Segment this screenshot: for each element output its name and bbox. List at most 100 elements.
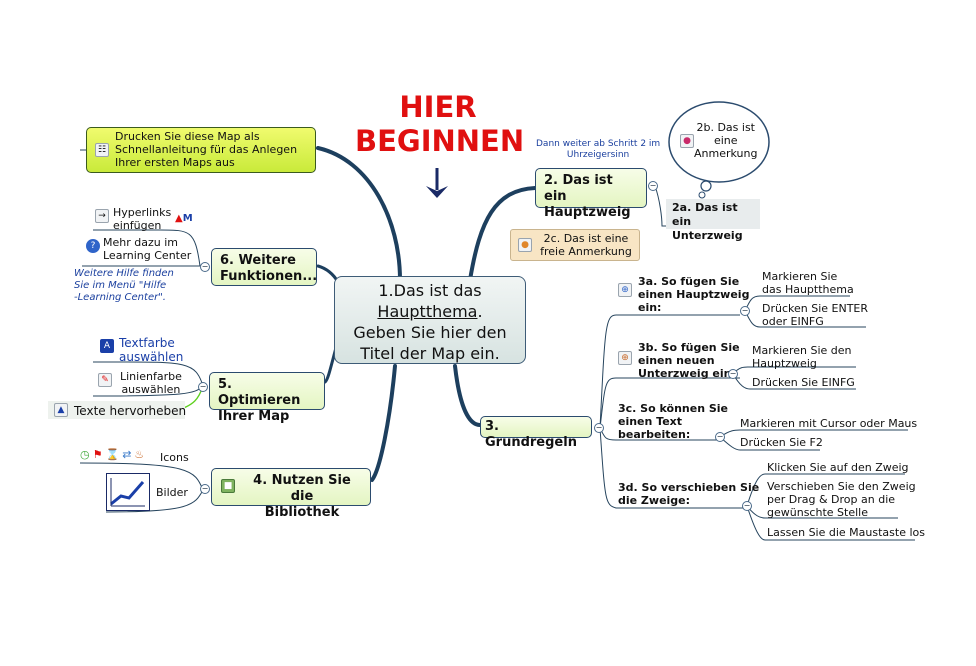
rule-3d[interactable]: 3d. So verschieben Sie die Zweige: — [618, 481, 759, 507]
step-3b-1-line2: Hauptzweig — [752, 357, 817, 370]
central-line2: Hauptthema. — [341, 301, 519, 322]
collapse-more-icon[interactable]: − — [200, 262, 210, 272]
step-3b-1[interactable]: Markieren Sie den Hauptzweig — [752, 344, 852, 370]
clockwise-hint: Dann weiter ab Schritt 2 im Uhrzeigersin… — [536, 139, 660, 161]
collapse-3d-icon[interactable]: − — [742, 501, 752, 511]
highlight-label-bg — [48, 401, 185, 419]
step-3a-2[interactable]: Drücken Sie ENTER oder EINFG — [762, 302, 868, 328]
text-color-icon: A — [100, 339, 114, 353]
collapse-library-icon[interactable]: − — [200, 484, 210, 494]
basic-rules-topic[interactable]: 3. Grundregeln — [480, 416, 592, 450]
step-3c-1[interactable]: Markieren mit Cursor oder Maus — [740, 417, 918, 430]
highlight-text-label[interactable]: Texte hervorheben — [74, 404, 187, 418]
step-3b-2[interactable]: Drücken Sie EINFG — [752, 376, 855, 389]
add-subbranch-icon: ⊕ — [618, 351, 632, 365]
callout-bubble — [668, 101, 770, 199]
step-3a-2-line2: oder EINFG — [762, 315, 824, 328]
free-note-icon: ● — [518, 238, 532, 252]
learning-center-line2: Learning Center — [103, 249, 192, 262]
hyperlinks-line2: einfügen — [113, 219, 162, 232]
images-label[interactable]: Bilder — [156, 486, 188, 499]
line-color-line1: Linienfarbe — [120, 370, 182, 383]
subbranch-line1: 2a. Das ist ein — [672, 201, 738, 228]
text-color-line1: Textfarbe — [119, 336, 175, 350]
print-note-line3: Ihrer ersten Maps aus — [115, 156, 235, 169]
text-color-label[interactable]: Textfarbe auswählen — [119, 336, 183, 364]
line-color-label[interactable]: Linienfarbe auswählen — [120, 370, 182, 396]
subbranch-topic[interactable]: 2a. Das ist ein Unterzweig — [666, 199, 760, 242]
central-hyperlink[interactable]: Hauptthema — [377, 302, 478, 321]
subbranch-line2: Unterzweig — [672, 229, 743, 242]
rule-3b-line2: einen neuen — [638, 354, 715, 367]
step-3d-1[interactable]: Klicken Sie auf den Zweig — [767, 461, 909, 474]
step-3a-1[interactable]: Markieren Sie das Hauptthema — [762, 270, 854, 296]
step-3d-2-line1: Verschieben Sie den Zweig — [767, 480, 916, 493]
free-note-line2: freie Anmerkung — [540, 245, 632, 258]
step-3a-1-line2: das Hauptthema — [762, 283, 854, 296]
library-book-icon: ■ — [221, 479, 235, 493]
step-3d-2-line3: gewünschte Stelle — [767, 506, 868, 519]
main-branch-line2: Hauptzweig — [544, 205, 631, 220]
print-note-line2: Schnellanleitung für das Anlegen — [115, 143, 298, 156]
mindmanager-logo-icon: ▲M — [175, 213, 193, 224]
library-line2: Bibliothek — [264, 505, 340, 520]
more-functions-topic[interactable]: 6. Weitere Funktionen... — [211, 248, 317, 286]
step-3d-2[interactable]: Verschieben Sie den Zweig per Drag & Dro… — [767, 480, 916, 519]
print-note-topic[interactable]: Drucken Sie diese Map als Schnellanleitu… — [86, 127, 316, 173]
rule-3a-line1: 3a. So fügen Sie — [638, 275, 740, 288]
rule-3a-line3: ein: — [638, 301, 662, 314]
library-line1: 4. Nutzen Sie die — [253, 473, 351, 504]
collapse-rules-icon[interactable]: − — [594, 423, 604, 433]
central-line1: 1.Das ist das — [378, 281, 482, 300]
rule-3a-line2: einen Hauptzweig — [638, 288, 750, 301]
basic-rules-title: 3. Grundregeln — [485, 419, 577, 450]
callout-line2: eine — [713, 134, 738, 147]
help-menu-note: Weitere Hilfe finden Sie im Menü "Hilfe … — [74, 268, 174, 304]
rule-3c-line3: bearbeiten: — [618, 428, 691, 441]
rule-3b-line1: 3b. So fügen Sie — [638, 341, 740, 354]
step-3a-1-line1: Markieren Sie — [762, 270, 838, 283]
start-heading: HIER BEGINNEN — [355, 90, 525, 158]
learning-center-label[interactable]: Mehr dazu im Learning Center — [103, 236, 191, 262]
step-3d-2-line2: per Drag & Drop an die — [767, 493, 896, 506]
hyperlinks-line1: Hyperlinks — [113, 206, 172, 219]
step-3c-2[interactable]: Drücken Sie F2 — [740, 436, 823, 449]
more-functions-line1: 6. Weitere — [220, 253, 296, 268]
collapse-3a-icon[interactable]: − — [740, 306, 750, 316]
rule-3b-line3: Unterzweig ein: — [638, 367, 736, 380]
hyperlink-icon: → — [95, 209, 109, 223]
callout-line1: 2b. Das ist — [696, 121, 755, 134]
line-color-line2: auswählen — [121, 383, 181, 396]
step-3a-2-line1: Drücken Sie ENTER — [762, 302, 869, 315]
optimize-topic[interactable]: 5. Optimieren Ihrer Map — [209, 372, 325, 424]
rule-3a[interactable]: 3a. So fügen Sie einen Hauptzweig ein: — [638, 275, 749, 314]
rule-3c[interactable]: 3c. So können Sie einen Text bearbeiten: — [618, 402, 728, 441]
rule-3b[interactable]: 3b. So fügen Sie einen neuen Unterzweig … — [638, 341, 740, 380]
collapse-3c-icon[interactable]: − — [715, 432, 725, 442]
main-branch-topic[interactable]: 2. Das ist ein Hauptzweig — [535, 168, 647, 220]
central-line4: Titel der Map ein. — [360, 344, 500, 363]
step-3d-3[interactable]: Lassen Sie die Maustaste los — [767, 526, 925, 539]
collapse-main-branch-icon[interactable]: − — [648, 181, 658, 191]
clockwise-hint-line1: Dann weiter ab Schritt 2 im — [536, 139, 661, 149]
help-note-line3: -Learning Center". — [74, 292, 166, 303]
line-color-icon: ✎ — [98, 373, 112, 387]
rule-3d-line2: die Zweige: — [618, 494, 691, 507]
central-period: . — [477, 302, 483, 321]
print-note-line1: Drucken Sie diese Map als — [115, 130, 260, 143]
icon-samples: ◷⚑⌛⇄♨ — [80, 448, 148, 461]
hyperlinks-label[interactable]: Hyperlinks einfügen — [113, 206, 171, 232]
free-note-line1: 2c. Das ist eine — [543, 232, 629, 245]
collapse-3b-icon[interactable]: − — [728, 369, 738, 379]
central-line3: Geben Sie hier den — [353, 323, 507, 342]
document-icon: ☷ — [95, 143, 109, 157]
library-topic[interactable]: 4. Nutzen Sie die Bibliothek — [211, 468, 371, 520]
add-main-branch-icon: ⊕ — [618, 283, 632, 297]
central-topic[interactable]: 1.Das ist das Hauptthema. Geben Sie hier… — [334, 276, 526, 364]
icons-label[interactable]: Icons — [160, 451, 189, 464]
more-functions-line2: Funktionen... — [220, 269, 318, 284]
collapse-optimize-icon[interactable]: − — [198, 382, 208, 392]
start-heading-line1: HIER — [399, 90, 477, 124]
callout-text[interactable]: 2b. Das ist eine Anmerkung — [694, 121, 757, 160]
start-heading-line2: BEGINNEN — [355, 124, 525, 158]
